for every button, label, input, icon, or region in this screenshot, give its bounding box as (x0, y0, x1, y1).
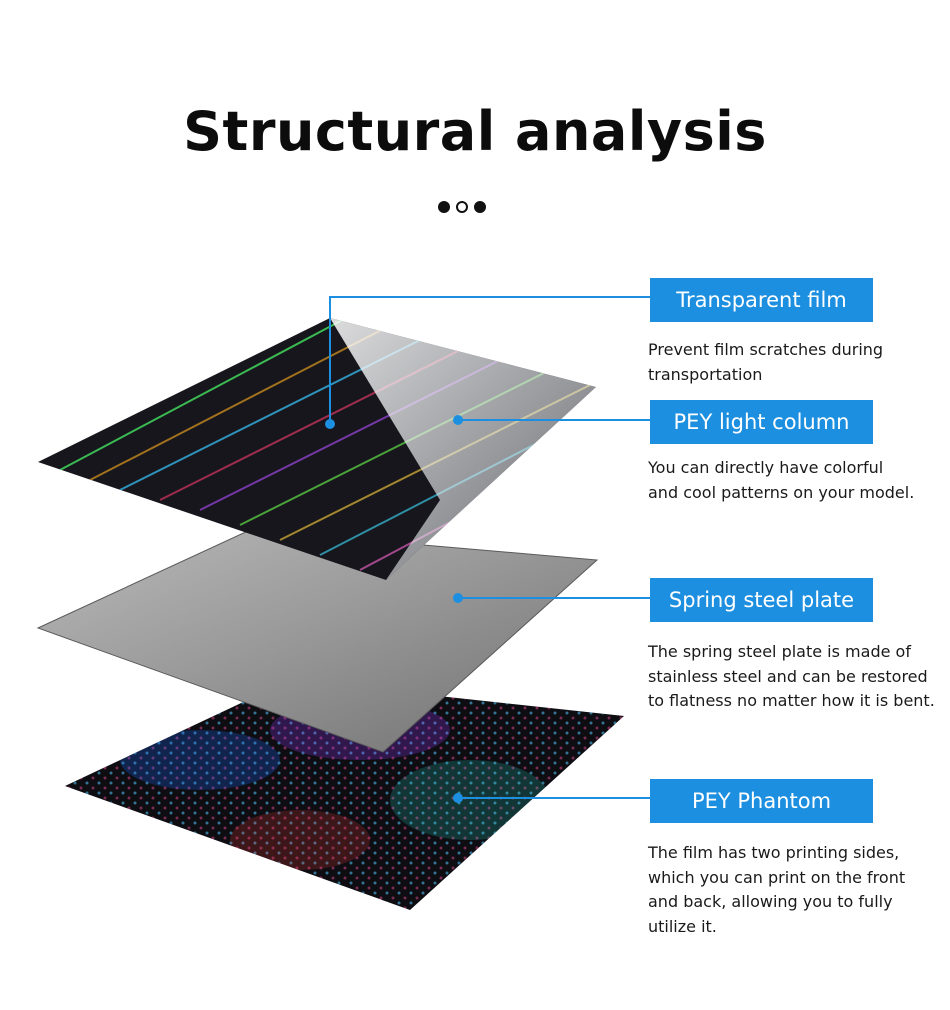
carousel-indicator (438, 201, 486, 213)
marker-dot (453, 793, 463, 803)
indicator-dot-hollow[interactable] (456, 201, 468, 213)
spring-steel-plate (36, 529, 599, 753)
desc-pey-light-column: You can directly have colorful and cool … (648, 458, 915, 502)
marker-dot (453, 415, 463, 425)
leader-lines (329, 296, 650, 799)
label-transparent-film: Transparent film (650, 278, 873, 322)
marker-dot (325, 419, 335, 429)
label-pey-phantom: PEY Phantom (650, 779, 873, 823)
marker-dot (453, 593, 463, 603)
label-pey-light-column: PEY light column (650, 400, 873, 444)
desc-transparent-film: Prevent film scratches during transporta… (648, 340, 884, 384)
transparent-film-peel (330, 318, 596, 580)
indicator-dot-filled[interactable] (438, 201, 450, 213)
indicator-dot-filled[interactable] (474, 201, 486, 213)
desc-pey-phantom: The film has two printing sides, which y… (648, 843, 906, 936)
pey-light-column-plate (38, 318, 596, 580)
page-title: Structural analysis (183, 100, 767, 163)
desc-spring-steel-plate: The spring steel plate is made of stainl… (648, 642, 935, 710)
label-spring-steel-plate: Spring steel plate (650, 578, 873, 622)
